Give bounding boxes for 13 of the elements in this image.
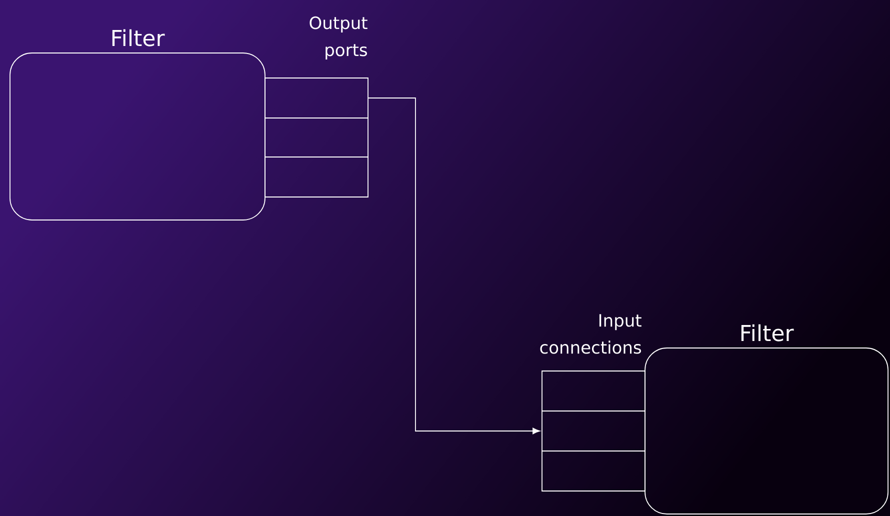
filter-box: Filter [644,324,888,514]
port-label: Input connections [540,314,642,354]
port-box [542,450,646,492]
port-label: Output ports [310,16,368,60]
node-label: Filter [741,324,794,342]
filter-box: Filter [10,29,266,220]
port-box [264,78,368,118]
port-box [264,156,368,198]
arrow [368,98,540,434]
port-box [542,370,646,412]
node-label: Filter [112,29,165,46]
port-box [542,410,646,452]
port-box [264,118,368,158]
